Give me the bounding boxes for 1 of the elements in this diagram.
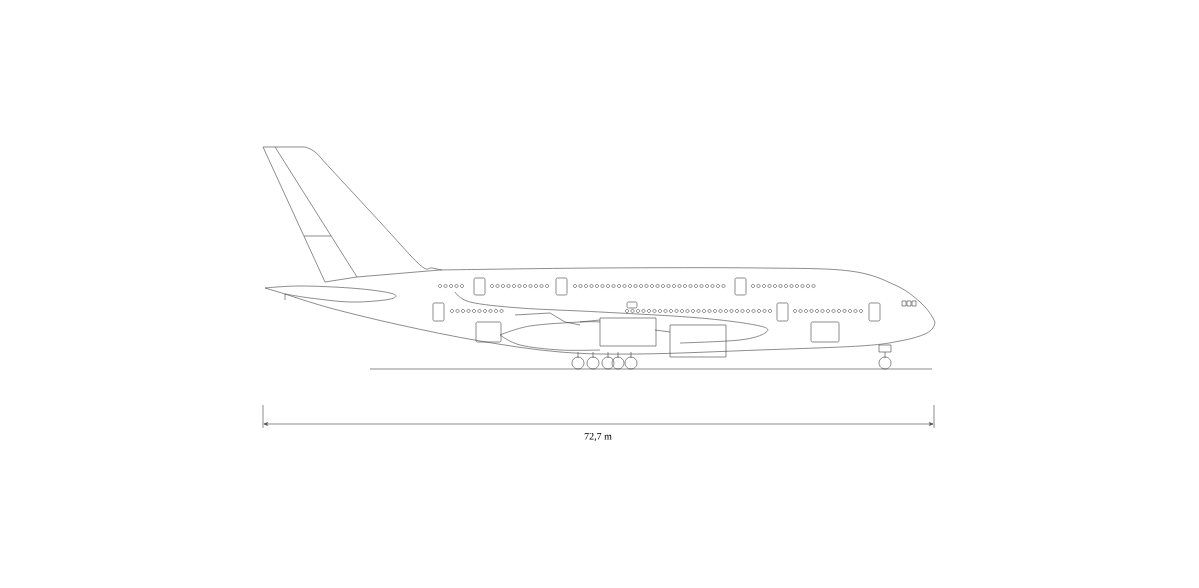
dimension-label: 72,7 m [584, 432, 612, 442]
